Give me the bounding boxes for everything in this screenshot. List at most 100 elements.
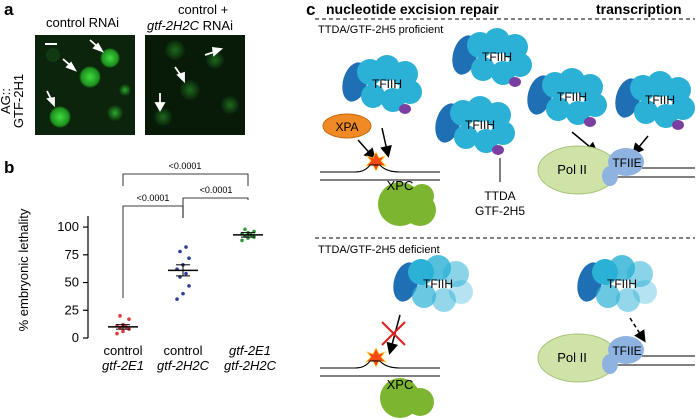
y-tick-label: 0	[72, 330, 79, 345]
y-tick-label: 75	[65, 247, 79, 262]
micrograph-left-svg	[35, 35, 135, 135]
xpc-protein: XPC	[378, 178, 436, 226]
pol-ii-label: Pol II	[557, 350, 587, 365]
x-label-line1: gtf-2E1	[229, 343, 271, 358]
tfiih-label: TFIIH	[482, 50, 512, 64]
data-point	[127, 317, 131, 321]
arrow-icon	[386, 314, 401, 355]
tfiih-complex-deficient: TFIIH	[577, 255, 657, 312]
arrow-icon	[154, 93, 166, 112]
significance-bracket	[122, 173, 249, 186]
x-label-line2: gtf-2E1	[102, 358, 144, 373]
y-tick-label: 100	[57, 219, 79, 234]
micrograph-right-svg	[145, 35, 245, 135]
data-point	[178, 249, 182, 254]
x-label-group-1: control gtf-2E1	[90, 343, 156, 373]
p-value-label: <0.0001	[200, 185, 233, 195]
xpa-protein: XPA	[322, 113, 372, 139]
x-label-line2: gtf-2H2C	[156, 358, 210, 373]
nucleus	[49, 106, 71, 128]
data-point	[187, 284, 191, 288]
panel-a-row-label: AG:: GTF-2H1	[0, 56, 26, 140]
tfiie-label: TFIIE	[612, 156, 641, 170]
micrograph-gtf-2h2c-rnai	[145, 35, 245, 135]
panel-c-letter: c	[306, 0, 316, 19]
panel-a-left-label: control RNAi	[46, 15, 119, 30]
y-tick-label: 50	[65, 275, 79, 290]
header-transcription: transcription	[596, 1, 682, 17]
header-ner: nucleotide excision repair	[326, 1, 499, 17]
ttda-label-line2: GTF-2H5	[475, 204, 525, 218]
ttda-label-line1: TTDA	[484, 189, 515, 203]
data-point	[175, 297, 179, 301]
tfiih-complex: TFIIH	[435, 96, 515, 155]
arrow-icon	[62, 58, 78, 72]
x-label-group-2: control gtf-2H2C	[150, 343, 216, 373]
significance-bracket	[182, 197, 249, 218]
data-point	[115, 331, 119, 336]
ner-diagram: TFIIH TFIIH TFIIH TFIIH	[315, 18, 695, 418]
significance-bracket	[122, 205, 184, 298]
dna-lesion-icon	[364, 347, 388, 368]
arrow-icon	[174, 66, 185, 84]
tfiih-complex: TFIIH	[342, 55, 422, 114]
arrow-icon	[632, 135, 649, 156]
panel-a-rnai-text: RNAi	[199, 18, 233, 33]
micrograph-control-rnai	[35, 35, 135, 135]
xpa-label: XPA	[335, 120, 358, 134]
tfiih-label: TFIIH	[465, 118, 495, 132]
tfiih-complex: TFIIH	[615, 71, 695, 130]
row-label-line2: GTF-2H1	[11, 73, 26, 129]
tfiih-complex: TFIIH	[452, 28, 532, 87]
tfiih-label: TFIIH	[423, 277, 453, 291]
dna-lesion-icon	[364, 151, 388, 172]
panel-a-right-label-line1: control +	[178, 2, 229, 17]
tfiie-label: TFIIE	[612, 344, 641, 358]
x-label-line2: gtf-2H2C	[223, 358, 277, 373]
panel-a-gene-name: gtf-2H2C	[147, 18, 200, 33]
panel-a-right-label-line2: gtf-2H2C RNAi	[147, 18, 233, 33]
y-tick-label: 25	[65, 302, 79, 317]
tfiih-complex-deficient: TFIIH	[393, 255, 473, 312]
nucleus	[100, 48, 120, 68]
nucleus	[79, 66, 101, 88]
arrow-icon	[46, 90, 55, 108]
tfiih-label: TFIIH	[645, 93, 675, 107]
pol-ii-complex: Pol II	[537, 145, 619, 195]
tfiih-label: TFIIH	[607, 277, 637, 291]
y-axis-label: % embryonic lethality	[16, 208, 31, 331]
p-value-label: <0.0001	[169, 161, 202, 171]
x-label-line1: control	[163, 343, 203, 358]
xpc-label: XPC	[387, 377, 414, 392]
x-label-group-3: gtf-2E1 gtf-2H2C	[215, 343, 285, 373]
tfiie-protein: TFIIE	[602, 336, 644, 374]
xpc-label: XPC	[387, 178, 414, 193]
arrow-icon	[357, 139, 376, 161]
arrow-icon	[380, 127, 392, 158]
pol-ii-label: Pol II	[557, 162, 587, 177]
data-point	[121, 329, 125, 334]
tfiih-label: TFIIH	[557, 90, 587, 104]
xpc-protein: XPC	[380, 377, 434, 418]
cross-icon	[381, 321, 406, 346]
lethality-chart: % embryonic lethality 0 25 50 75 100 <0.0001…	[16, 161, 263, 345]
panel-a-letter: a	[4, 0, 14, 19]
p-value-label: <0.0001	[137, 193, 170, 203]
deficient-label: TTDA/GTF-2H5 deficient	[318, 244, 440, 256]
arrow-icon	[89, 39, 105, 53]
data-point	[181, 291, 185, 296]
data-point	[184, 245, 188, 249]
x-label-line1: control	[103, 343, 143, 358]
arrow-icon	[204, 46, 224, 57]
pol-ii-complex: Pol II	[537, 333, 619, 383]
tfiih-label: TFIIH	[372, 77, 402, 91]
proficient-label: TTDA/GTF-2H5 proficient	[318, 24, 444, 36]
tfiie-protein: TFIIE	[602, 148, 644, 186]
data-point	[243, 227, 247, 232]
data-point	[118, 314, 122, 318]
panel-b-letter: b	[4, 158, 15, 177]
tfiih-complex: TFIIH	[527, 68, 607, 127]
data-point	[187, 256, 191, 260]
dashed-arrow-icon	[629, 317, 646, 343]
data-point	[240, 238, 244, 243]
